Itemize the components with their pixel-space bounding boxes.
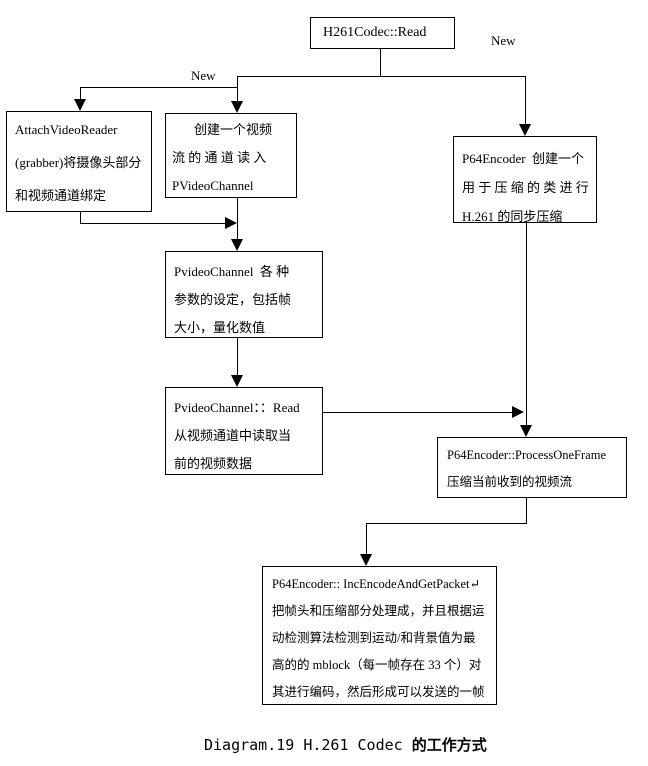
arrow-down-icon [520, 425, 532, 437]
caption-latin: Diagram.19 H.261 Codec [204, 736, 412, 754]
connector-line [525, 76, 526, 125]
attach-line-1: AttachVideoReader [15, 122, 118, 137]
arrow-down-icon [74, 99, 86, 111]
read-line-1: PvideoChannel：：Read [174, 400, 300, 415]
packet-line-2: 把帧头和压缩部分处理成，并且根据运 [272, 604, 485, 618]
arrow-right-icon [512, 406, 524, 418]
params-line-3: 大小，量化数值 [174, 320, 266, 335]
box-attach-video-reader: AttachVideoReader (grabber)将摄像头部分 和视频通道绑… [6, 111, 152, 212]
arrow-right-icon [225, 217, 237, 229]
box-h261codec-read-label: H261Codec::Read [323, 25, 427, 40]
new-label-right: New [491, 33, 516, 48]
process-line-2: 压缩当前收到的视频流 [447, 475, 573, 489]
arrow-down-icon [519, 124, 531, 136]
connector-line [237, 76, 526, 77]
caption-cjk: 的工作方式 [411, 736, 487, 754]
params-line-2: 参数的设定，包括帧 [174, 292, 292, 307]
new-label-left: New [191, 68, 216, 83]
box-pvideochannel-params: PvideoChannel 各 种 参数的设定，包括帧 大小，量化数值 [165, 251, 323, 338]
connector-line [237, 338, 238, 376]
packet-line-4: 高的的 mblock（每一帧存在 33 个）对 [272, 658, 482, 672]
connector-line [237, 76, 238, 102]
connector-line [80, 223, 226, 224]
read-line-2: 从视频通道中读取当 [174, 428, 292, 443]
connector-line [380, 49, 381, 76]
box-inc-encode-get-packet: P64Encoder:: IncEncodeAndGetPacket↵ 把帧头和… [262, 566, 497, 705]
box-process-one-frame: P64Encoder::ProcessOneFrame 压缩当前收到的视频流 [437, 437, 627, 498]
connector-line [526, 223, 527, 426]
create-line-3: PVideoChannel [172, 178, 254, 193]
arrow-down-icon [231, 375, 243, 387]
box-p64encoder-create: P64Encoder 创建一个 用 于 压 缩 的 类 进 行 H.261 的同… [453, 136, 597, 224]
process-line-1: P64Encoder::ProcessOneFrame [447, 448, 606, 462]
connector-line [323, 412, 514, 413]
connector-line [237, 198, 238, 240]
diagram-caption: Diagram.19 H.261 Codec 的工作方式 [204, 734, 487, 755]
arrow-down-icon [231, 101, 243, 113]
read-line-3: 前的视频数据 [174, 456, 253, 471]
connector-line [366, 523, 527, 524]
p64create-line-3: H.261 的同步压缩 [462, 209, 563, 224]
box-create-video-channel: 创建一个视频 流 的 通 道 读 入 PVideoChannel [165, 113, 297, 198]
create-line-1: 创建一个视频 [194, 122, 273, 137]
packet-line-3: 动检测算法检测到运动/和背景值为最 [272, 631, 476, 645]
connector-line [526, 498, 527, 524]
p64create-line-2: 用 于 压 缩 的 类 进 行 [462, 180, 589, 195]
connector-line [80, 87, 81, 101]
create-line-2: 流 的 通 道 读 入 [172, 150, 267, 165]
packet-line-1: P64Encoder:: IncEncodeAndGetPacket↵ [272, 577, 480, 591]
p64create-line-1: P64Encoder 创建一个 [462, 151, 585, 166]
connector-line [80, 87, 238, 88]
box-h261codec-read: H261Codec::Read [310, 17, 455, 49]
box-pvideochannel-read: PvideoChannel：：Read 从视频通道中读取当 前的视频数据 [165, 387, 323, 475]
params-line-1: PvideoChannel 各 种 [174, 264, 290, 279]
attach-line-3: 和视频通道绑定 [15, 188, 107, 203]
connector-line [366, 523, 367, 555]
packet-line-5: 其进行编码，然后形成可以发送的一帧 [272, 685, 485, 699]
connector-line [80, 212, 81, 224]
attach-line-2: (grabber)将摄像头部分 [15, 155, 142, 170]
arrow-down-icon [231, 239, 243, 251]
arrow-down-icon [360, 554, 372, 566]
